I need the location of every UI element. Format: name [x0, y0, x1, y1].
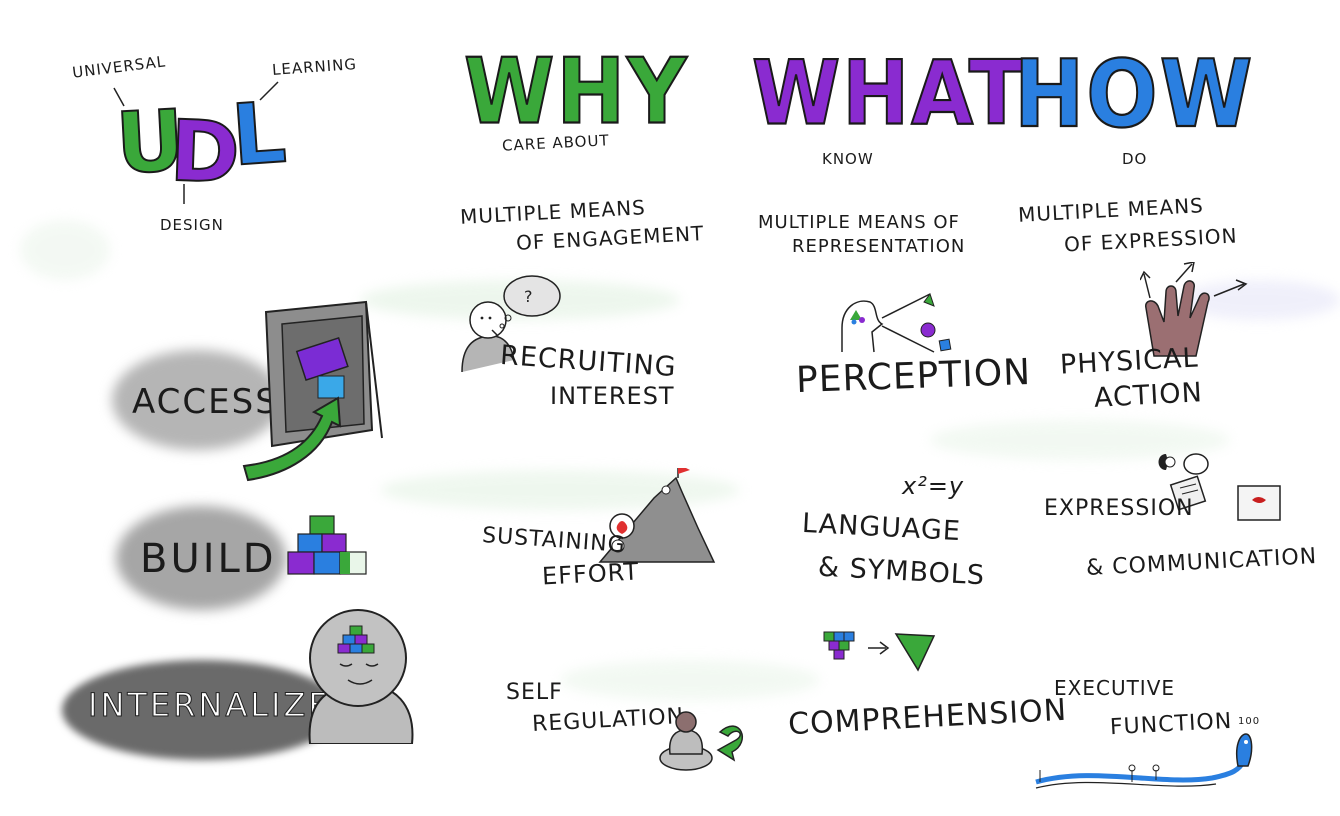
internalize-cloud — [62, 660, 342, 760]
why-item2-line2: EFFORT — [541, 557, 640, 591]
how-item3-line1: EXECUTIVE — [1054, 676, 1176, 700]
access-cloud — [112, 350, 282, 450]
build-cloud — [116, 506, 286, 610]
build-blocks-icon — [287, 515, 367, 575]
heading-why: WHY — [463, 40, 689, 145]
heading-what: WHAT — [751, 42, 1026, 145]
what-subtitle: KNOW — [822, 150, 874, 168]
udl-letter-l: L — [228, 82, 290, 185]
udl-design-label: DESIGN — [160, 216, 224, 234]
what-equation: x²=y — [902, 472, 965, 500]
comprehension-blocks-icon — [823, 631, 936, 672]
climbing-mountain-icon — [598, 468, 716, 563]
row-label-access: ACCESS — [132, 382, 279, 422]
curious-person-icon: ? — [461, 275, 561, 373]
meditating-person-icon — [659, 711, 743, 771]
udl-connector-lines — [113, 81, 279, 204]
how-subtitle: DO — [1122, 150, 1148, 168]
progress-path-icon — [1035, 733, 1253, 789]
row-label-build: BUILD — [140, 536, 277, 582]
what-means-line1: MULTIPLE MEANS OF — [758, 212, 960, 233]
goal-label: 100 — [1238, 716, 1261, 727]
perception-face-icon — [841, 292, 952, 353]
access-door-icon — [242, 300, 383, 482]
row-label-internalize: INTERNALIZE — [88, 686, 332, 725]
communication-media-icon — [1158, 453, 1281, 521]
how-item1-line2: ACTION — [1093, 377, 1204, 414]
what-item1: PERCEPTION — [795, 351, 1032, 402]
how-item2-line1: EXPRESSION — [1044, 496, 1194, 521]
what-means-line2: REPRESENTATION — [792, 236, 966, 257]
thinking-head-icon — [308, 609, 414, 744]
heading-how: HOW — [1013, 40, 1255, 148]
why-item1-line2: INTEREST — [550, 382, 675, 410]
svg-text:?: ? — [524, 287, 533, 306]
raised-hand-icon — [1140, 262, 1248, 357]
why-item3-line1: SELF — [506, 680, 563, 705]
